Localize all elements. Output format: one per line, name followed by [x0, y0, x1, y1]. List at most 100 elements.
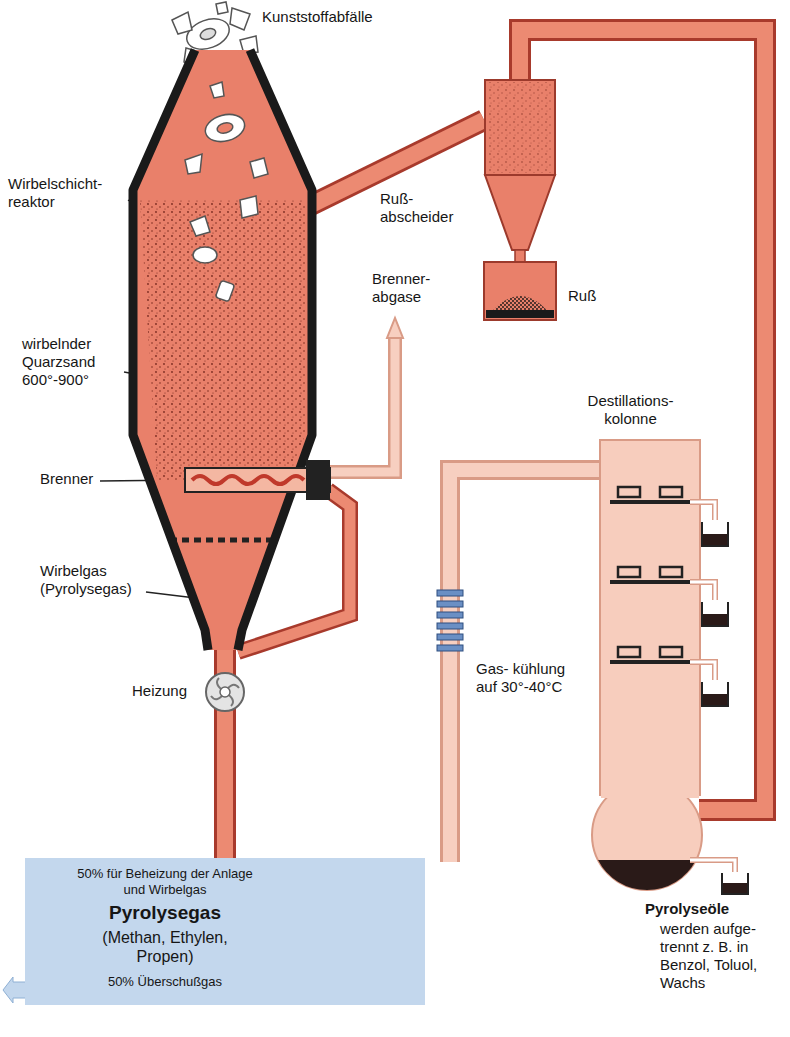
plastic-waste: [216, 2, 228, 14]
plastic-piece: [215, 280, 234, 302]
reactor-wall: [133, 50, 312, 650]
bubble-tray: [610, 580, 690, 584]
burner: [306, 460, 330, 500]
gas-cooler-fins: [437, 623, 463, 629]
part-label: wirbelnder Quarzsand 600°-900°: [22, 335, 122, 389]
distillation-column-outline: [601, 778, 699, 798]
distributor-grid: [170, 538, 276, 543]
exhaust-pipe: [328, 318, 403, 472]
heating-fan: Heizung: [205, 672, 245, 712]
bubble-tray: [690, 662, 715, 680]
exhaust-pipe: [387, 318, 403, 338]
gas-tank-outline: [25, 858, 425, 1005]
node-text: Pyrolysegas: [65, 902, 265, 925]
gas-cooler-fins: [437, 634, 463, 640]
node-text: Ruß- abscheider: [380, 190, 472, 226]
reactor-vessel-outline: [130, 50, 315, 650]
soot-separator-outline: [480, 80, 560, 322]
soot-heap: [486, 310, 554, 318]
bubble-tray: [690, 582, 715, 600]
gas-cooler-fins: [437, 612, 463, 618]
plastic-piece: [185, 82, 268, 302]
pipe-connector: [225, 708, 226, 862]
plastic-waste: [199, 27, 217, 42]
pipe-connector: [450, 470, 602, 862]
plastic-piece: [185, 154, 202, 174]
exhaust-pipe: [328, 336, 395, 472]
reactor-vessel-outline: [133, 50, 312, 650]
soot-separator-outline: [484, 262, 556, 320]
part-label: Gas- kühlung auf 30°-40°C: [476, 660, 576, 696]
plastic-waste: [172, 12, 192, 34]
gas-cooler-fins: [437, 601, 463, 607]
bubble-tray: [690, 582, 715, 600]
excess-gas-outlet: [3, 977, 27, 1003]
plastic-piece: [240, 196, 258, 218]
distillation-column: Destillations- kolonne: [590, 440, 705, 890]
soot-separator-outline: [485, 175, 555, 250]
node-text: 50% Überschußgas: [65, 974, 265, 990]
part-label: Brenner- abgase: [372, 270, 452, 306]
collecting-beaker: [702, 682, 728, 706]
oil-outlet: [690, 860, 735, 872]
bubble-tray: [660, 647, 682, 657]
plastic-piece: [210, 82, 224, 98]
plastic-piece: [190, 216, 210, 236]
part-label: Brenner: [40, 470, 120, 488]
pipe-connector: [450, 470, 602, 862]
oil-outlet: [690, 860, 735, 872]
plastic-waste: [230, 8, 250, 30]
distillation-column-outline: [600, 440, 700, 795]
bubble-tray: [690, 502, 715, 520]
pipe-connector: [214, 708, 236, 862]
collecting-beaker: [702, 522, 748, 894]
collecting-beaker: [702, 602, 728, 626]
node-text: Destillations- kolonne: [568, 392, 693, 428]
soot-separator-outline: [485, 80, 555, 175]
plastic-piece: [193, 247, 217, 263]
gas-cooler-fins: [437, 590, 463, 651]
gas-cooler-fins: [437, 590, 463, 596]
gas-cooler-fins: [437, 645, 463, 651]
node-text: Heizung: [103, 682, 187, 700]
heating-fan-outline: [211, 678, 239, 706]
plastic-piece: [250, 158, 268, 178]
collecting-beaker: [703, 614, 727, 625]
pipe-connector: [450, 470, 602, 862]
part-label: Wirbelgas (Pyrolysegas): [40, 562, 155, 598]
collecting-beaker: [703, 534, 727, 545]
bubble-tray: [610, 487, 715, 520]
burner: [185, 460, 330, 500]
excess-gas-outlet: [3, 977, 27, 1003]
heating-fan-outline: [220, 687, 230, 697]
pipe-connector: [217, 708, 233, 862]
collecting-beaker: [723, 883, 747, 893]
exhaust-pipe: [328, 336, 395, 472]
reactor-vessel: Wirbelschicht- reaktor: [130, 50, 315, 650]
heating-fan-outline: [206, 673, 244, 711]
soot-separator-outline: [515, 250, 525, 262]
collecting-beaker: [722, 873, 748, 894]
oil-outlet: [690, 860, 735, 872]
heating-fan-outline: [205, 672, 245, 712]
plastic-piece: [202, 110, 247, 145]
soot-separator-outline: [487, 82, 553, 173]
bubble-tray: [618, 567, 640, 577]
bubble-tray: [610, 500, 690, 504]
bubble-tray: [610, 660, 690, 664]
node-text: (Methan, Ethylen, Propen): [85, 928, 245, 966]
bubble-tray: [690, 502, 715, 520]
oil-sump: [598, 860, 696, 890]
collecting-beaker: [703, 694, 727, 705]
bubble-tray: [660, 487, 682, 497]
feed-label: Kunststoffabfälle: [262, 8, 422, 26]
bubble-tray: [610, 647, 715, 680]
bubble-tray: [610, 567, 715, 600]
part-label: Ruß: [568, 287, 608, 305]
plastic-piece: [216, 121, 234, 135]
product-label: werden aufge- trennt z. B. in Benzol, To…: [660, 920, 785, 992]
reactor-vessel-outline: [140, 200, 305, 480]
